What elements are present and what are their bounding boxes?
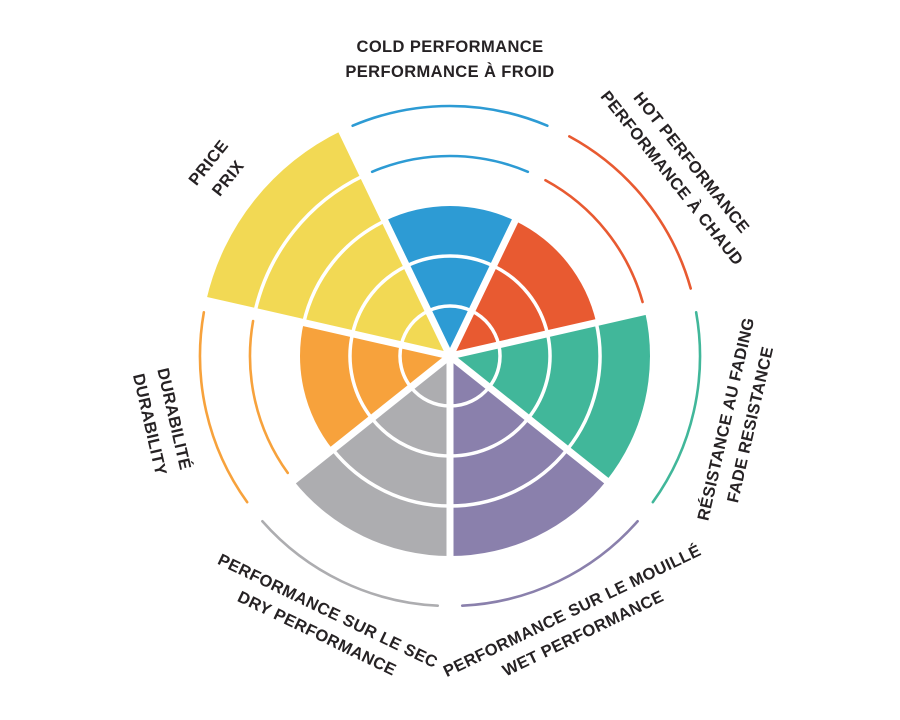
segment-separator (446, 125, 564, 358)
fade-resistance-ring-divider (526, 333, 552, 420)
wet-performance-ring-divider (449, 448, 569, 508)
dry-performance-ring-divider (331, 448, 451, 508)
cold-performance-wedge (384, 205, 516, 356)
segment-separator (201, 296, 451, 360)
cold-performance-ring-divider (427, 304, 473, 313)
segment-separator (449, 296, 699, 360)
fade-resistance-ring-divider (487, 344, 502, 389)
dry-performance-wedge (293, 356, 450, 556)
price-wedge (206, 130, 450, 356)
price-ring-divider (350, 264, 408, 335)
dry-performance-ring-divider (409, 386, 451, 408)
wet-performance-ring-divider (449, 417, 530, 458)
fade-resistance-ring-divider (565, 322, 602, 451)
price-ring-divider (253, 174, 364, 312)
cold-performance-level-arc (351, 104, 549, 128)
segment-separator (447, 353, 651, 518)
segment-separator (336, 125, 454, 358)
cold-performance-level-arc (370, 154, 530, 174)
cold-performance-ring-divider (405, 254, 495, 268)
wet-performance-level-arc (460, 519, 639, 607)
durability-level-arc (198, 311, 249, 504)
price-ring-divider (399, 309, 430, 346)
fade-resistance-level-arc (651, 311, 702, 504)
durability-ring-divider (398, 344, 413, 389)
durability-level-arc (248, 319, 290, 475)
durability-wedge (300, 322, 450, 450)
hot-performance-ring-divider (470, 309, 501, 346)
wet-performance-wedge (450, 356, 607, 556)
price-ring-divider (302, 219, 386, 324)
dry-performance-level-arc (261, 519, 440, 607)
hot-performance-level-arc (568, 135, 693, 290)
durability-ring-divider (348, 333, 374, 420)
segment-separator (249, 353, 453, 518)
hot-performance-level-arc (544, 178, 644, 304)
wet-performance-ring-divider (449, 386, 491, 408)
dry-performance-ring-divider (370, 417, 451, 458)
hot-performance-ring-divider (492, 264, 550, 335)
